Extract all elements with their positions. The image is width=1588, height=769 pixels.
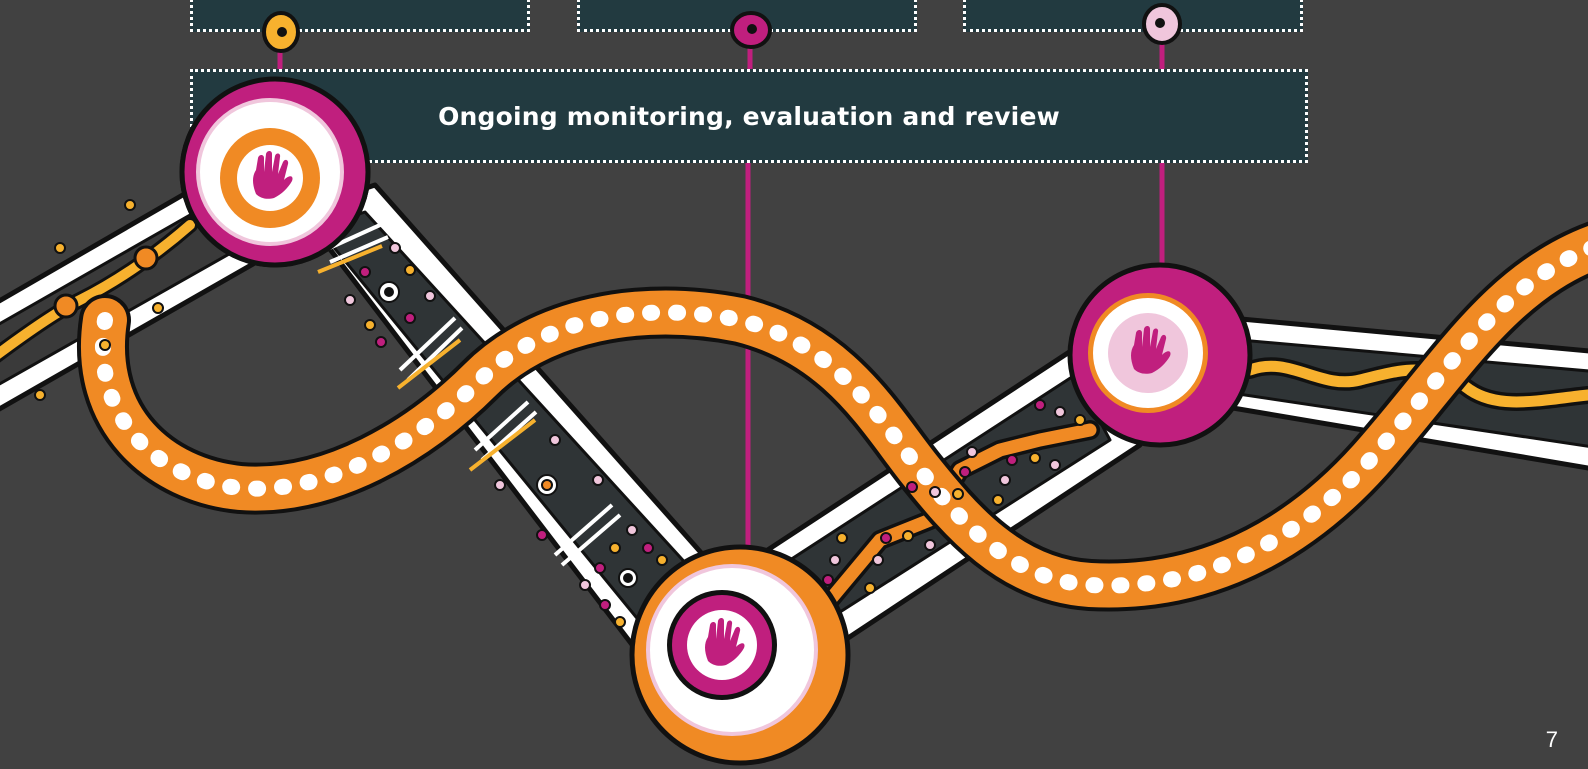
node-bottom bbox=[629, 544, 851, 766]
hand-icon bbox=[705, 618, 745, 666]
ladder-rungs-yellow bbox=[317, 244, 537, 472]
pin-pink bbox=[1142, 3, 1182, 45]
decorative-dots bbox=[34, 199, 1086, 628]
top-box-left bbox=[190, 0, 530, 32]
hand-icon bbox=[253, 151, 293, 199]
top-box-right bbox=[963, 0, 1303, 32]
pin-magenta bbox=[730, 11, 772, 49]
monitoring-banner: Ongoing monitoring, evaluation and revie… bbox=[190, 69, 1308, 163]
orange-river bbox=[77, 221, 1588, 612]
node-top-left-overlay bbox=[179, 76, 371, 268]
banner-title: Ongoing monitoring, evaluation and revie… bbox=[438, 101, 1060, 131]
connector-pins bbox=[262, 3, 1182, 53]
page-number: 7 bbox=[1545, 727, 1558, 752]
hand-icon bbox=[1131, 326, 1171, 374]
ladder-rungs bbox=[324, 223, 622, 567]
pin-yellow bbox=[262, 11, 300, 53]
